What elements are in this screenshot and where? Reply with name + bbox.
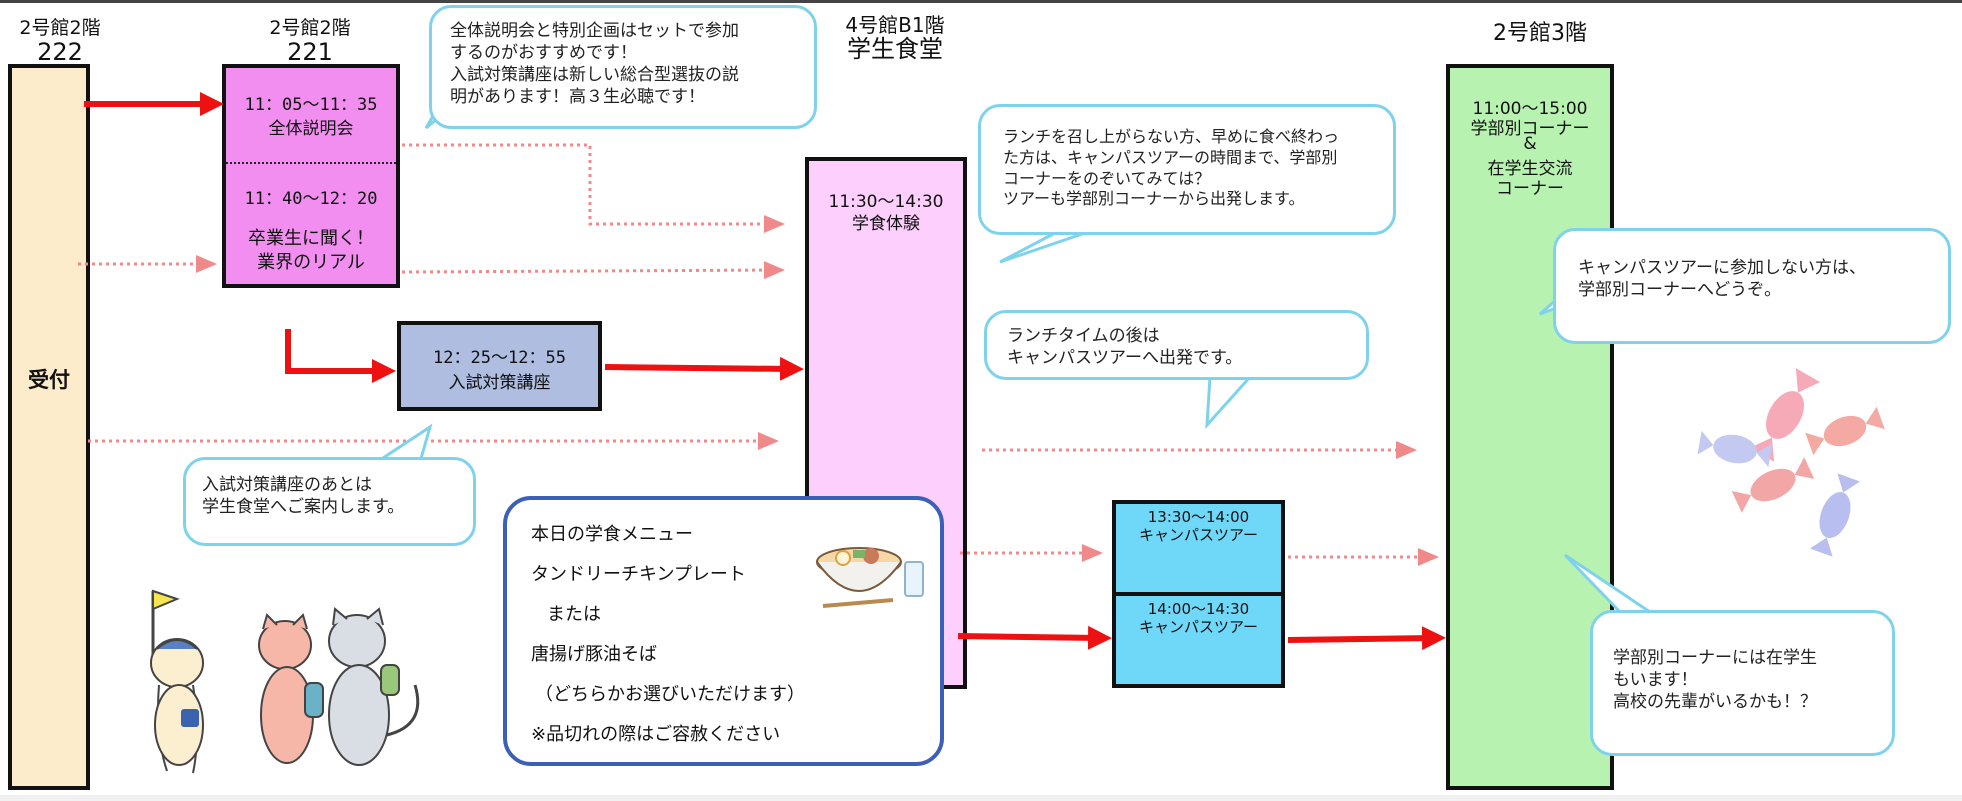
reception-box: 受付 [8,64,90,790]
menu-heading: 本日の学食メニュー [531,524,693,545]
bubble-line: 学部別コーナーには在学生 [1613,648,1817,668]
header-building4-b1: 4号館B1階 学生食堂 [830,14,960,62]
faculty-line3: 在学生交流 [1487,159,1573,179]
bubble-line: ランチを召し上がらない方、早めに食べ終わっ [1003,127,1340,146]
bubble-after-lunch: ランチタイムの後は キャンパスツアーへ出発です。 [984,310,1369,380]
session-box-221: 11：05〜11：35 全体説明会 11：40〜12：20 卒業生に聞く！ 業界… [222,64,400,288]
cafeteria-title: 学食体験 [852,214,920,234]
exam-course-title: 入試対策講座 [448,373,551,393]
alumni-time: 11：40〜12：20 [244,189,378,209]
menu-item-2: 唐揚げ豚油そば [531,644,657,665]
faculty-time: 11:00〜15:00 [1472,99,1588,119]
room-label: 221 [287,37,333,66]
bubble-line: キャンパスツアーに参加しない方は、 [1578,258,1866,278]
faculty-line2: & [1523,134,1537,154]
menu-note-2: ※品切れの際はご容赦ください [531,724,781,745]
floor-label: 2号館2階 [19,17,101,39]
bubble-line: キャンパスツアーへ出発です。 [1007,348,1243,369]
tour1-title: キャンパスツアー [1138,526,1259,544]
dotted-alumni-to-cafeteria [401,261,785,280]
bubble-line: 明があります！高３生必聴です！ [450,87,705,108]
bubble-line: もいます！ [1613,670,1698,691]
faculty-line1: 学部別コーナー [1470,119,1590,139]
faculty-corner-box: 11:00〜15:00 学部別コーナー & 在学生交流 コーナー [1446,64,1614,790]
bubble-set-recommend: 全体説明会と特別企画はセットで参加 するのがおすすめです！ 入試対策講座は新しい… [429,5,817,129]
bubble-line: 入試対策講座のあとは [202,475,372,495]
bubble-no-tour: キャンパスツアーに参加しない方は、 学部別コーナーへどうぞ。 [1553,228,1951,344]
bubble-after-exam: 入試対策講座のあとは 学生食堂へご案内します。 [183,457,476,546]
bubble-line: するのがおすすめです！ [450,43,637,64]
bubble-line: ランチタイムの後は [1007,326,1160,346]
overview-time: 11：05〜11：35 [244,95,378,115]
bubble-line: ツアーも学部別コーナーから出発します。 [1003,189,1305,209]
menu-or: または [547,604,601,625]
session-divider [226,162,396,164]
bubble-line: 高校の先輩がいるかも！？ [1613,692,1817,713]
cafeteria-time: 11:30〜14:30 [828,192,944,212]
bubble-line: 学生食堂へご案内します。 [202,497,405,518]
alumni-title-line1: 卒業生に聞く！ [248,228,374,249]
header-building2-2f-221: 2号館2階 221 [250,17,370,66]
alumni-title-line2: 業界のリアル [257,252,365,273]
tour2-title: キャンパスツアー [1138,618,1259,636]
bubble-lunch-skip: ランチを召し上がらない方、早めに食べ終わっ た方は、キャンパスツアーの時間まで、… [978,104,1396,235]
cat-characters-illustration [150,589,420,774]
floor-label: 4号館B1階 [845,13,945,37]
floor-label: 2号館3階 [1493,21,1587,46]
arrow-exam-to-cafeteria [604,356,804,381]
exam-course-box: 12：25〜12：55 入試対策講座 [397,321,602,411]
menu-card: 本日の学食メニュー タンドリーチキンプレート または 唐揚げ豚油そば （どちらか… [503,496,944,766]
tail-after-lunch [1205,375,1252,430]
exam-course-time: 12：25〜12：55 [433,348,566,368]
ramen-bowl-icon [816,547,924,608]
tour-box-1: 13:30〜14:00 キャンパスツアー [1112,500,1285,596]
floor-label: 2号館2階 [269,17,351,39]
menu-note-1: （どちらかお選びいただけます） [535,684,805,705]
bubble-line: 全体説明会と特別企画はセットで参加 [450,21,739,41]
candy-decoration-icon [1697,368,1885,557]
tour-box-2: 14:00〜14:30 キャンパスツアー [1112,592,1285,688]
tail-lunch-skip [999,231,1086,264]
dotted-overview-to-cafeteria [402,143,785,233]
header-building2-3f: 2号館3階 [1470,21,1610,46]
faculty-line4: コーナー [1496,179,1564,199]
bubble-line: た方は、キャンパスツアーの時間まで、学部別 [1003,147,1338,167]
arrow-tour2-to-faculty [1287,626,1446,651]
venue-label: 学生食堂 [847,35,943,63]
top-divider [0,0,1962,3]
tour1-time: 13:30〜14:00 [1147,508,1250,526]
bottom-strip [0,795,1962,801]
overview-title: 全体説明会 [268,119,354,139]
tail-after-exam [379,423,433,463]
bubble-line: 学部別コーナーへどうぞ。 [1578,280,1782,301]
tour2-time: 14:00〜14:30 [1147,600,1250,618]
arrow-session-to-exam [285,329,396,383]
arrow-cafeteria-to-tour2 [957,625,1112,650]
room-label: 222 [37,37,83,66]
header-building2-2f-222: 2号館2階 222 [5,17,115,66]
tail-students [1563,553,1651,614]
bubble-students: 学部別コーナーには在学生 もいます！ 高校の先輩がいるかも！？ [1590,610,1895,756]
bubble-line: 入試対策講座は新しい総合型選抜の説 [450,65,739,86]
menu-item-1: タンドリーチキンプレート [531,564,746,585]
reception-label: 受付 [28,368,70,392]
bubble-line: コーナーをのぞいてみては？ [1003,168,1211,188]
